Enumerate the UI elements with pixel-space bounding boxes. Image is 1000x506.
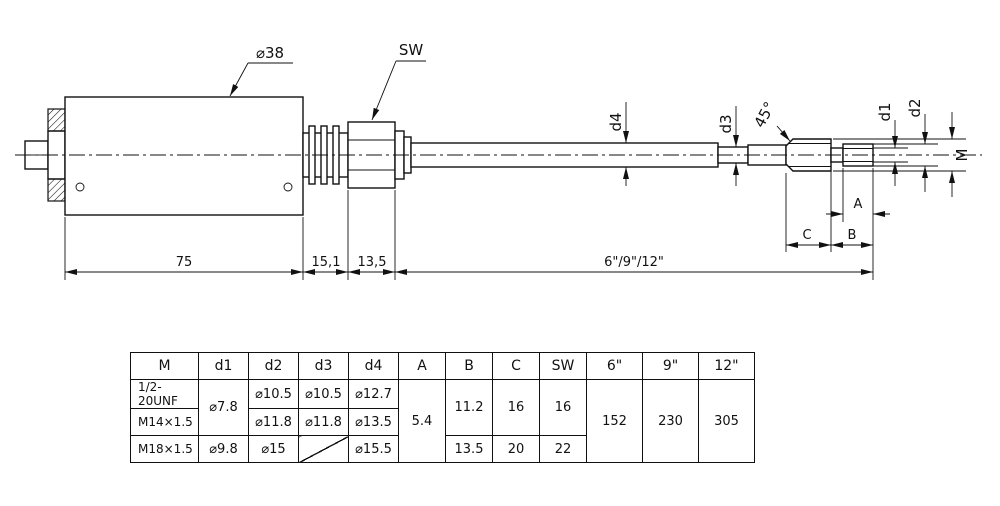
header-c: C [492,352,540,380]
dim-d3: d3 [717,106,739,186]
cell-b-row3: 13.5 [445,435,493,463]
dim-chain-bottom: 75 15,1 13,5 6"/9"/12" [64,190,874,280]
header-sw: SW [539,352,587,380]
table-header-row: M d1 d2 d3 d4 A B C SW 6" 9" 12" [130,352,755,380]
table-row-3: M18×1.5 ⌀9.8 ⌀15 ⌀15.5 13.5 20 22 [130,435,755,463]
header-d4: d4 [348,352,399,380]
header-d2: d2 [248,352,299,380]
hatched-block-bottom [47,178,66,202]
dim-d2: d2 [873,98,938,192]
cell-a-all: 5.4 [398,379,446,463]
callout-chamfer: 45° [750,99,791,142]
d1-label: d1 [876,102,894,121]
dim-a: A [826,168,890,252]
body-diameter-label: ⌀38 [256,44,284,62]
hatched-block-top [47,108,66,132]
thread-m-label: M [953,149,971,162]
cell-d4-row2: ⌀13.5 [348,408,399,436]
body-length-label: 75 [176,255,193,270]
nut-length-label: 13,5 [358,255,387,270]
sensor-technical-drawing: ⌀38 SW d4 d3 45° d1 d2 [15,41,982,280]
cell-sw-rows12: 16 [539,379,587,436]
header-12in: 12" [698,352,755,380]
cell-d2-row1: ⌀10.5 [248,379,299,409]
table-row-1: 1/2-20UNF ⌀7.8 ⌀10.5 ⌀10.5 ⌀12.7 5.4 11.… [130,379,755,463]
cell-d1-rows12: ⌀7.8 [198,379,249,436]
dimension-table: M d1 d2 d3 d4 A B C SW 6" 9" 12" 1/2-20U… [130,352,755,463]
d2-label: d2 [906,98,924,117]
dim-d1: d1 [873,102,908,186]
cell-length-9in: 230 [642,379,699,463]
header-9in: 9" [642,352,699,380]
cell-d3-row3-not-applicable [298,435,349,463]
callout-wrench-size: SW [371,41,426,121]
chamfer-angle-label: 45° [750,99,778,131]
shaft-length-label: 6"/9"/12" [604,255,664,270]
cell-b-rows12: 11.2 [445,379,493,436]
dim-d4: d4 [607,102,629,186]
header-6in: 6" [586,352,643,380]
cell-d2-row2: ⌀11.8 [248,408,299,436]
cell-d3-row2: ⌀11.8 [298,408,349,436]
header-a: A [398,352,446,380]
cell-d4-row3: ⌀15.5 [348,435,399,463]
dim-b-c: C B [785,164,873,252]
cell-m-row1: 1/2-20UNF [130,379,199,409]
wrench-size-label: SW [399,41,424,59]
cell-d3-row1: ⌀10.5 [298,379,349,409]
d4-label: d4 [607,112,625,131]
cell-m-row2: M14×1.5 [130,408,199,436]
callout-body-diameter: ⌀38 [229,44,293,97]
header-d1: d1 [198,352,249,380]
header-b: B [445,352,493,380]
cell-length-6in: 152 [586,379,643,463]
housing-body [64,96,304,216]
collar-length-label: 15,1 [312,255,341,270]
table-row-2: M14×1.5 ⌀11.8 ⌀11.8 ⌀13.5 [130,408,755,436]
screw-hole-left [75,182,85,192]
cell-d2-row3: ⌀15 [248,435,299,463]
cell-d4-row1: ⌀12.7 [348,379,399,409]
header-d3: d3 [298,352,349,380]
d3-label: d3 [717,114,735,133]
cell-d1-row3: ⌀9.8 [198,435,249,463]
a-label: A [854,197,863,212]
cell-sw-row3: 22 [539,435,587,463]
cell-length-12in: 305 [698,379,755,463]
cell-c-rows12: 16 [492,379,540,436]
dim-thread-m: M [833,112,971,197]
cell-m-row3: M18×1.5 [130,435,199,463]
screw-hole-right [283,182,293,192]
b-label: B [848,228,857,243]
header-m: M [130,352,199,380]
cell-c-row3: 20 [492,435,540,463]
c-label: C [802,228,811,243]
